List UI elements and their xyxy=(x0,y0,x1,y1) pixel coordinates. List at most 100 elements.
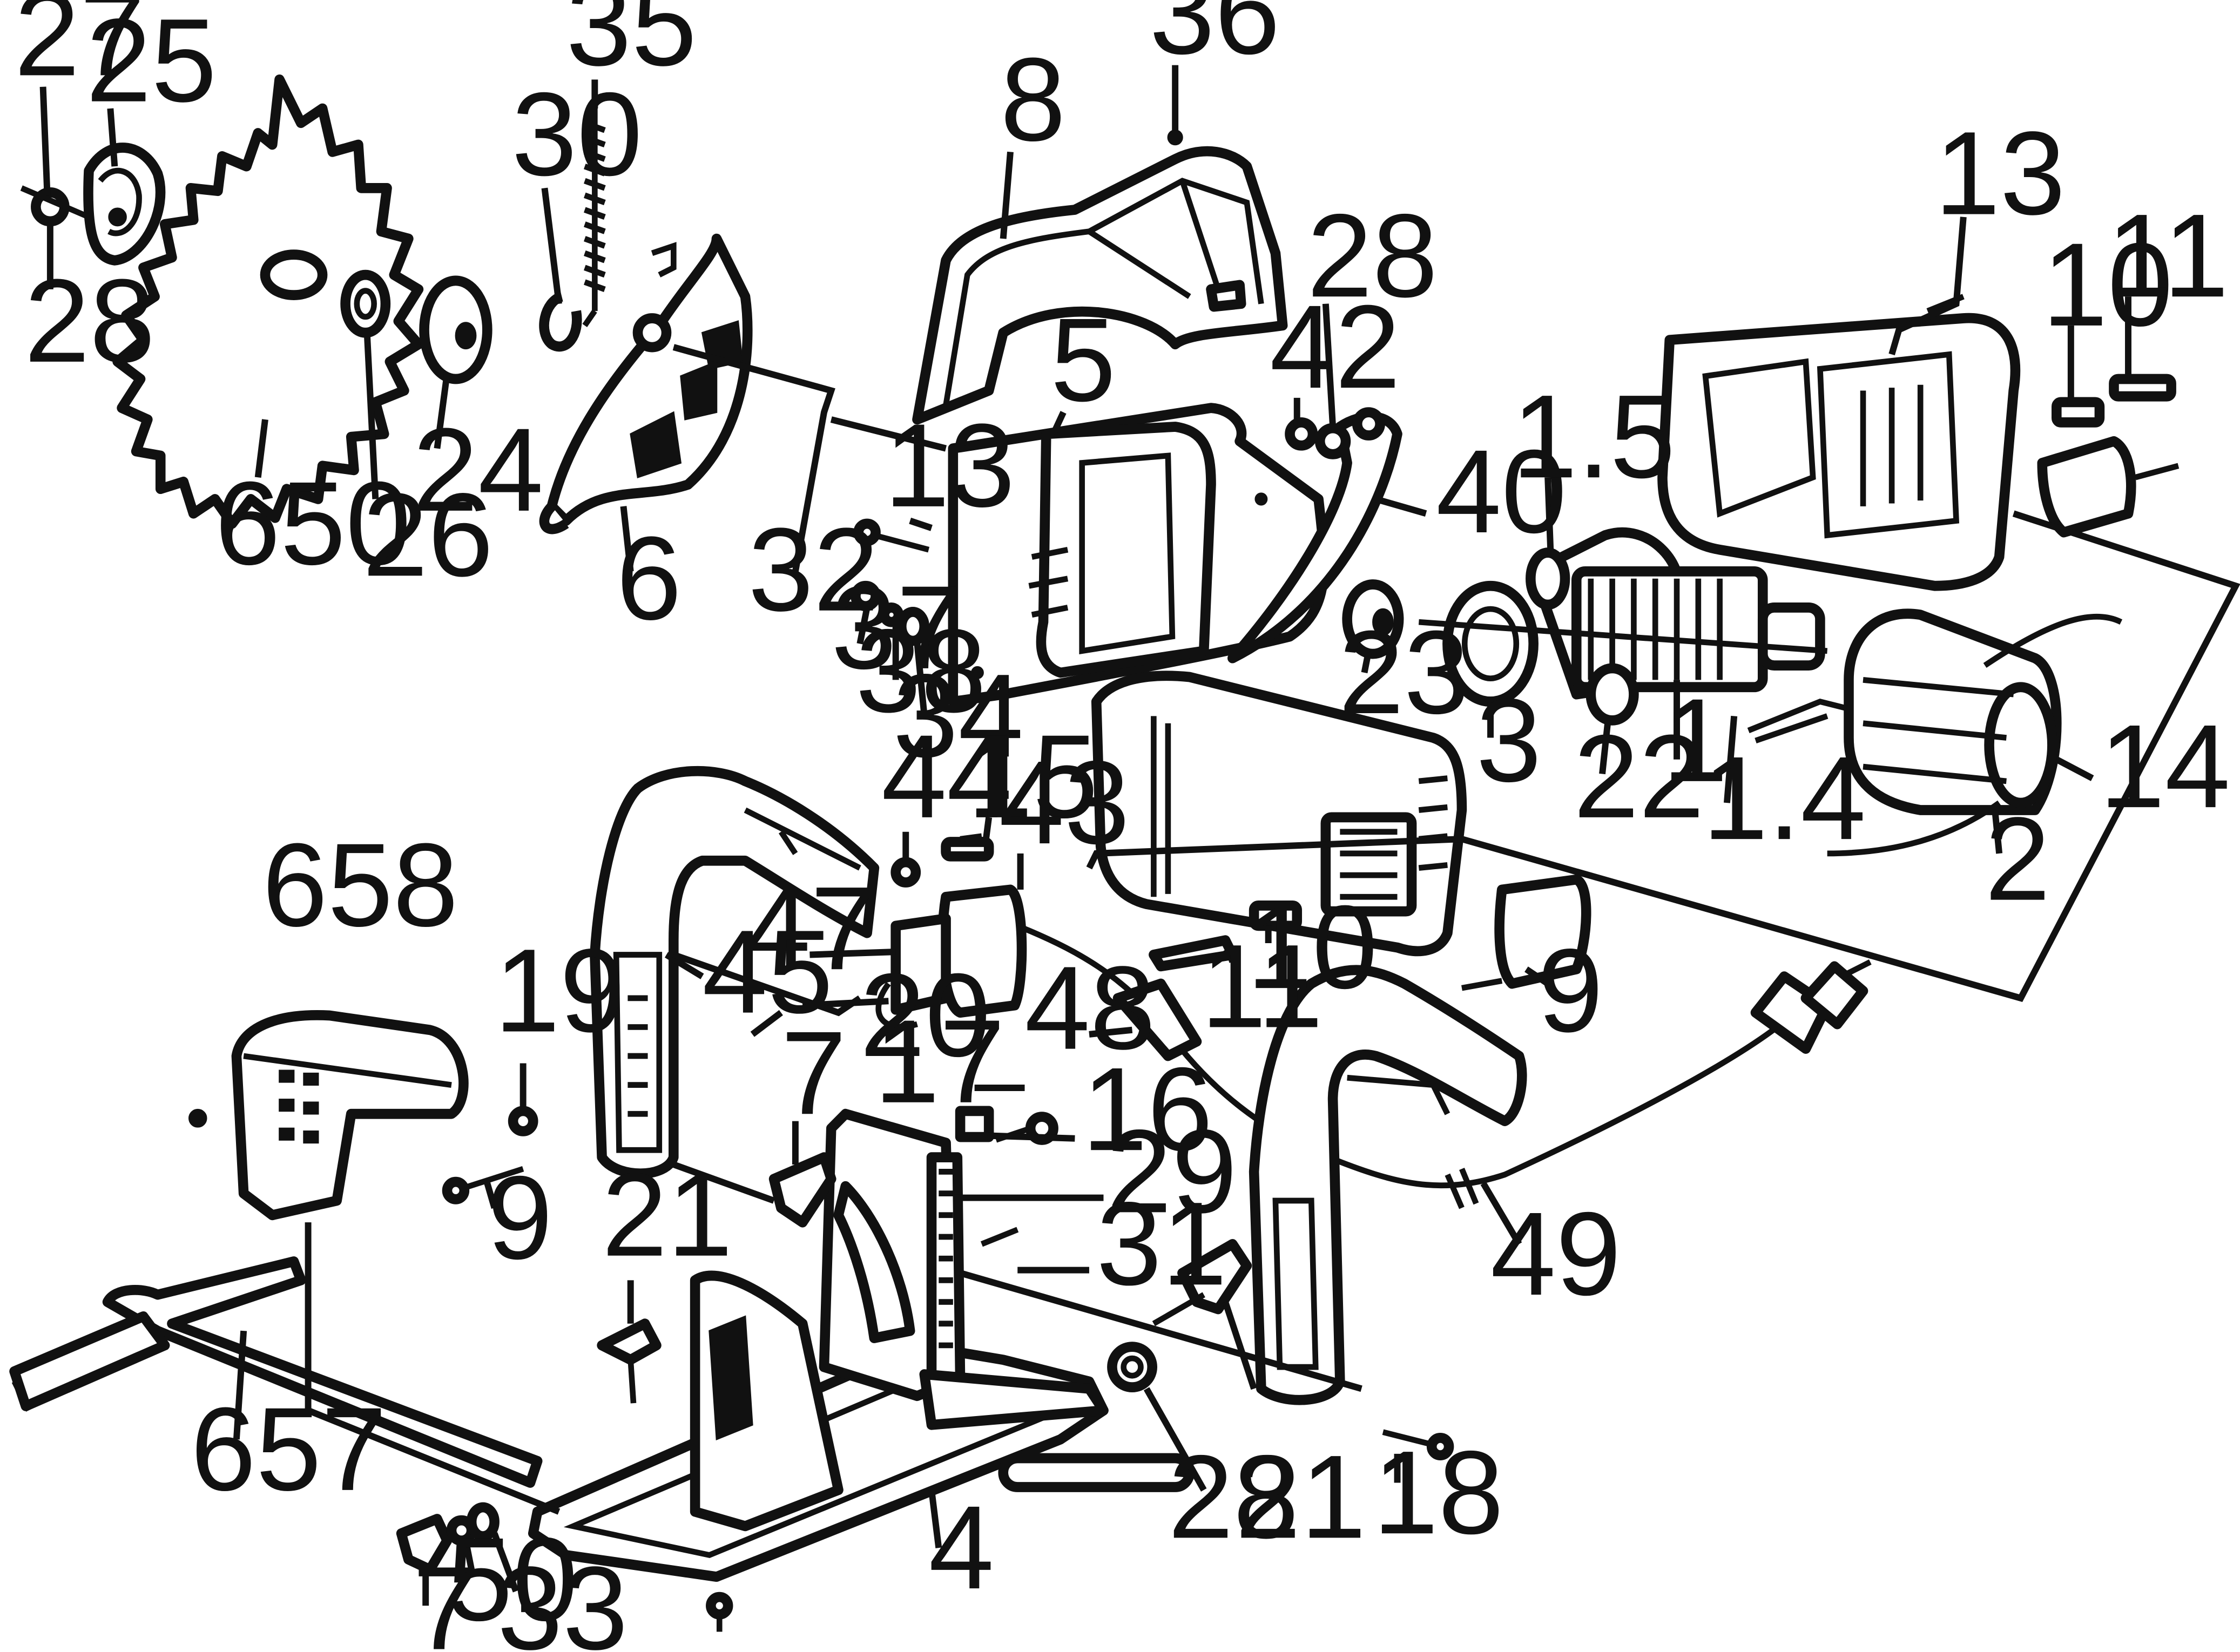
label-24: 24 xyxy=(413,404,543,536)
label-43: 43 xyxy=(999,736,1130,869)
label-1-4: 1.4 xyxy=(1703,732,1866,864)
brush-ring xyxy=(1526,547,1570,610)
label-38: 38 xyxy=(855,605,986,737)
label-28-base: 28 xyxy=(1168,1431,1299,1563)
stator-leads xyxy=(1747,698,1850,743)
label-49: 49 xyxy=(1490,1188,1621,1320)
wing-screw-21-right xyxy=(1152,1239,1252,1326)
label-8: 8 xyxy=(1000,33,1065,166)
label-27: 27 xyxy=(15,0,145,101)
washer-28-base xyxy=(1107,1342,1158,1393)
label-1-5: 1.5 xyxy=(1512,370,1676,503)
label-19: 19 xyxy=(495,925,625,1057)
wing-screw-7-upper xyxy=(768,1152,836,1228)
label-9-handle: 9 xyxy=(487,1152,552,1284)
label-26: 26 xyxy=(362,469,493,601)
label-35: 35 xyxy=(566,0,697,91)
label-13-cover: 13 xyxy=(1935,107,2066,240)
label-20: 20 xyxy=(860,949,990,1081)
label-1: 1 xyxy=(1662,674,1728,807)
label-11-lower: 11 xyxy=(1201,920,1323,1053)
label-10-upper: 10 xyxy=(2042,219,2173,351)
label-650: 650 xyxy=(215,457,411,590)
label-7-upper: 7 xyxy=(781,1007,846,1139)
label-25: 25 xyxy=(86,0,217,127)
field-stator xyxy=(1827,608,2123,857)
motor-housing-top xyxy=(1657,313,2021,591)
inner-washer xyxy=(340,269,391,338)
label-17: 17 xyxy=(874,996,1005,1128)
label-18: 18 xyxy=(1373,1426,1503,1559)
label-21-right: 21 xyxy=(1236,1431,1366,1563)
label-34: 34 xyxy=(893,649,1023,782)
main-housing xyxy=(948,403,1329,707)
label-48: 48 xyxy=(1025,942,1156,1074)
label-11-upper: 11 xyxy=(2107,189,2229,322)
label-16: 16 xyxy=(1082,1043,1213,1175)
cable-break xyxy=(1445,1167,1479,1209)
label-7-lower: 7 xyxy=(413,1542,478,1652)
wing-screw-21-left xyxy=(597,1318,662,1404)
label-45: 45 xyxy=(702,906,833,1038)
trigger-switch xyxy=(875,884,1027,1030)
fence-slide xyxy=(919,1369,1195,1492)
label-47: 47 xyxy=(745,862,876,994)
return-spring xyxy=(582,101,606,327)
label-32: 32 xyxy=(748,504,879,636)
outer-flange xyxy=(83,143,166,266)
label-42: 42 xyxy=(1270,281,1400,413)
bearing-23 xyxy=(1342,579,1404,659)
label-13-screw: 13 xyxy=(884,400,1015,532)
switch-parts xyxy=(890,837,994,888)
label-658: 658 xyxy=(262,819,458,951)
label-10-lower: 10 xyxy=(1247,881,1378,1013)
label-21-left: 21 xyxy=(602,1149,733,1281)
lower-blade-guard xyxy=(539,233,753,534)
label-28-knife: 28 xyxy=(1307,189,1438,322)
brush-cover-plate xyxy=(2037,436,2180,538)
wing-screw-7-lower xyxy=(396,1502,500,1575)
label-37: 37 xyxy=(831,561,962,694)
label-44: 44 xyxy=(881,710,1012,843)
upper-guard-frame xyxy=(912,129,1288,425)
label-5: 5 xyxy=(1050,294,1116,426)
label-28-blade: 28 xyxy=(24,255,155,387)
label-3: 3 xyxy=(1476,674,1541,807)
label-40: 40 xyxy=(1436,425,1567,558)
strain-relief xyxy=(1112,978,1202,1061)
circlip xyxy=(539,292,582,352)
inner-flange xyxy=(419,275,492,384)
label-6: 6 xyxy=(616,512,682,645)
label-29: 29 xyxy=(1106,1105,1237,1237)
label-2: 2 xyxy=(1985,793,2050,925)
saw-blade-icon xyxy=(112,74,424,529)
riving-knife xyxy=(1227,407,1402,663)
rip-fence xyxy=(9,1256,543,1488)
part-labels: 27 25 28 650 26 24 30 35 6 32 36 8 5 13 … xyxy=(15,0,2230,1652)
knife-screw xyxy=(1285,417,1351,459)
brush-holder-upper xyxy=(2052,374,2176,428)
rear-handle xyxy=(590,766,880,1179)
label-14: 14 xyxy=(2100,700,2230,832)
label-33: 33 xyxy=(497,1542,628,1652)
label-4: 4 xyxy=(929,1481,994,1614)
end-cap xyxy=(1461,874,1591,991)
front-handle xyxy=(1249,965,1527,1405)
motor-armature-icon xyxy=(1418,527,1828,726)
blade-nut xyxy=(20,185,90,227)
label-15: 15 xyxy=(967,710,1098,843)
label-22: 22 xyxy=(1574,710,1704,843)
bevel-scale xyxy=(819,1108,966,1402)
label-657: 657 xyxy=(191,1383,387,1515)
label-36: 36 xyxy=(1149,0,1280,79)
label-50: 50 xyxy=(447,1513,578,1646)
rear-grip xyxy=(188,1010,469,1221)
motor-housing-front xyxy=(1091,671,1467,957)
label-9-endcap: 9 xyxy=(1538,925,1603,1057)
label-23: 23 xyxy=(1339,606,1469,739)
label-31: 31 xyxy=(1096,1177,1227,1310)
label-30: 30 xyxy=(511,68,642,200)
power-plug-icon xyxy=(1750,959,1872,1054)
leader-lines xyxy=(39,65,2240,1606)
